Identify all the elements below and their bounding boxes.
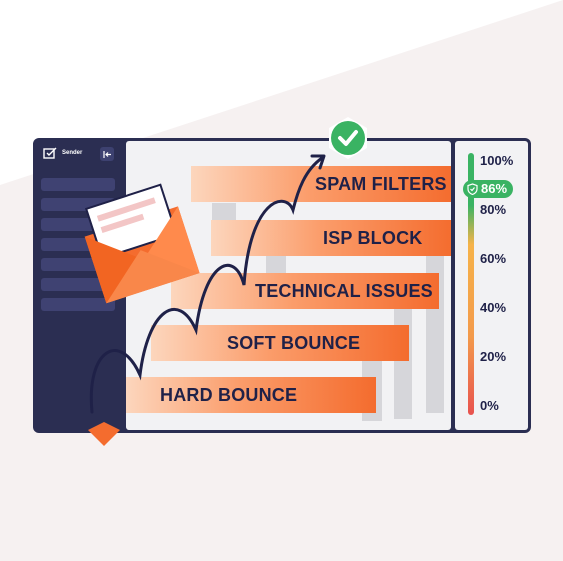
bar-label: TECHNICAL ISSUES <box>255 280 433 301</box>
deliverability-meter-track <box>468 153 474 415</box>
current-score-label: 86% <box>481 181 508 197</box>
bar-label: HARD BOUNCE <box>160 384 298 405</box>
bar-isp-block: ISP BLOCK <box>211 220 451 256</box>
meter-tick: 60% <box>480 251 507 266</box>
checkmark-icon <box>329 117 367 159</box>
bar-label: SOFT BOUNCE <box>227 332 361 353</box>
compose-icon <box>43 147 57 159</box>
collapse-sidebar-button[interactable] <box>100 147 114 161</box>
bar-label: SPAM FILTERS <box>315 173 447 194</box>
meter-tick: 40% <box>480 300 507 315</box>
collapse-sidebar-icon <box>102 150 111 158</box>
meter-tick: 80% <box>480 202 507 217</box>
envelope-icon <box>84 183 200 304</box>
decorative-diamond-icon <box>88 422 120 446</box>
meter-tick: 0% <box>480 398 499 413</box>
bar-technical-issues: TECHNICAL ISSUES <box>171 273 439 309</box>
shield-icon <box>467 182 478 195</box>
bar-hard-bounce: HARD BOUNCE <box>126 377 376 413</box>
brand: Sender <box>43 147 82 159</box>
brand-name: Sender <box>62 150 83 156</box>
bar-label: ISP BLOCK <box>323 227 423 248</box>
bar-soft-bounce: SOFT BOUNCE <box>151 325 409 361</box>
current-score-badge: 86% <box>463 179 513 198</box>
meter-tick: 100% <box>480 153 514 168</box>
meter-tick: 20% <box>480 349 507 364</box>
bar-spam-filters: SPAM FILTERS <box>191 166 451 202</box>
